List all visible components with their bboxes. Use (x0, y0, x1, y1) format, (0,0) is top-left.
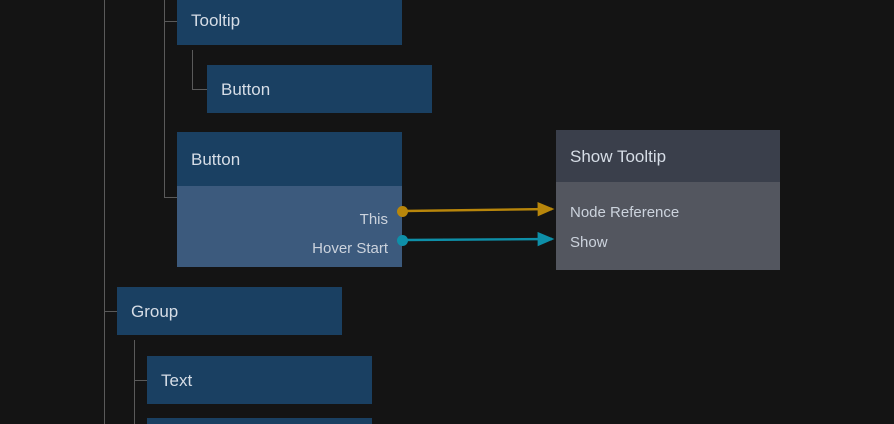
graph-node-header[interactable]: Button (177, 132, 402, 186)
input-port-node-reference[interactable]: Node Reference (570, 204, 679, 220)
output-port-this[interactable]: This (360, 211, 388, 227)
graph-node-body: This Hover Start (177, 186, 402, 267)
graph-node-body: Node Reference Show (556, 182, 780, 270)
tree-item-label: Text (161, 370, 193, 390)
tree-item-group[interactable]: Group (117, 287, 342, 335)
graph-node-header[interactable]: Show Tooltip (556, 130, 780, 182)
tree-guide-tick-nested-button (192, 89, 207, 90)
tree-item-text[interactable]: Text (147, 356, 372, 404)
output-port-hover-start[interactable]: Hover Start (312, 240, 388, 256)
output-port-dot-hover-start[interactable] (397, 235, 408, 246)
tree-guide-tick-button (164, 197, 178, 198)
tree-item-label: Button (221, 79, 271, 99)
output-port-label: This (359, 210, 388, 228)
output-port-dot-this[interactable] (397, 206, 408, 217)
tree-item-button-nested[interactable]: Button (207, 65, 432, 113)
output-port-label: Hover Start (312, 239, 388, 257)
tree-guide-tick-group (104, 311, 118, 312)
tree-guide-tick-text (134, 380, 148, 381)
tree-guide-branch-group (134, 340, 135, 424)
tree-guide-branch-level2 (164, 0, 165, 198)
tree-item-tooltip[interactable]: Tooltip (177, 0, 402, 45)
graph-node-button[interactable]: Button This Hover Start (177, 132, 402, 267)
graph-node-show-tooltip[interactable]: Show Tooltip Node Reference Show (556, 130, 780, 270)
wire-show[interactable] (403, 231, 555, 247)
graph-node-title: Show Tooltip (570, 146, 667, 166)
tree-guide-branch-level3 (192, 50, 193, 90)
wire-node-reference[interactable] (403, 201, 555, 217)
input-port-show[interactable]: Show (570, 234, 608, 250)
tree-guide-tick-tooltip (164, 21, 178, 22)
input-port-label: Node Reference (570, 203, 680, 221)
tree-item-label: Group (131, 301, 179, 321)
tree-guide-trunk (104, 0, 105, 424)
graph-node-title: Button (191, 149, 241, 169)
tree-item-partial[interactable] (147, 418, 372, 424)
tree-item-label: Tooltip (191, 10, 241, 30)
input-port-label: Show (570, 233, 608, 251)
